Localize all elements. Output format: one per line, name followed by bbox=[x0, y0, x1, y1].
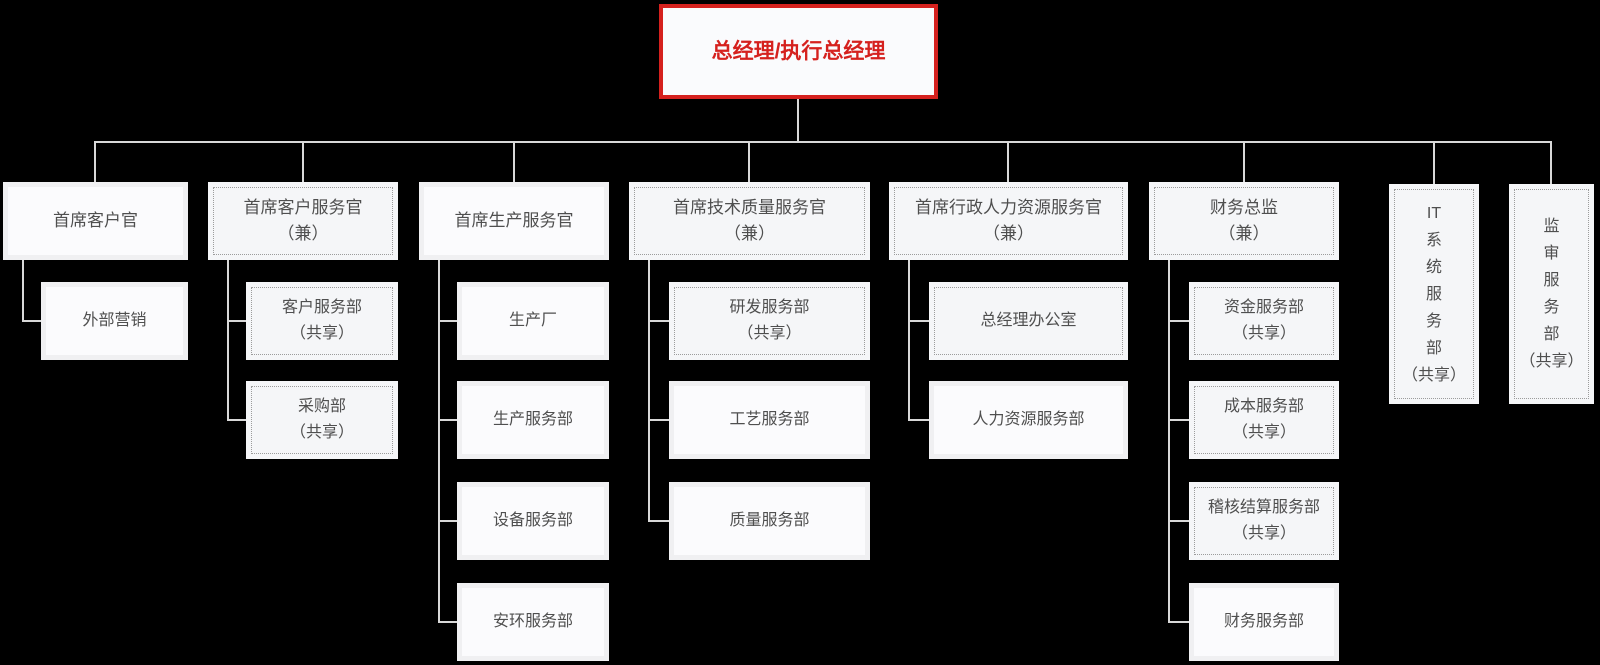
node-cost-service-dept: 成本服务部 （共享） bbox=[1189, 381, 1339, 459]
node-label: 安环服务部 bbox=[492, 613, 573, 630]
node-label: 生产厂 bbox=[508, 312, 557, 329]
node-safety-environment-dept: 安环服务部 bbox=[457, 583, 609, 661]
node-label: 工艺服务部 bbox=[729, 411, 810, 428]
node-label: 总经理/执行总经理 bbox=[711, 39, 886, 63]
node-external-marketing: 外部营销 bbox=[41, 282, 188, 360]
node-finance-service-dept: 财务服务部 bbox=[1189, 583, 1339, 661]
node-procurement-dept: 采购部 （共享） bbox=[246, 381, 398, 459]
node-label: 首席生产服务官 bbox=[454, 211, 574, 230]
node-label: 财务服务部 bbox=[1223, 613, 1304, 630]
node-audit-settlement-dept: 稽核结算服务部 （共享） bbox=[1189, 482, 1339, 560]
node-it-system-service-dept: IT 系 统 服 务 部 （共享） bbox=[1389, 184, 1479, 404]
node-label: 客户服务部 （共享） bbox=[281, 299, 362, 342]
node-production-service-dept: 生产服务部 bbox=[457, 381, 609, 459]
node-label: 质量服务部 bbox=[729, 512, 810, 529]
node-label: 首席行政人力资源服务官 （兼） bbox=[915, 198, 1102, 243]
node-label: 首席客户服务官 （兼） bbox=[243, 198, 363, 243]
node-label: 成本服务部 （共享） bbox=[1223, 398, 1304, 441]
node-gm-office: 总经理办公室 bbox=[929, 282, 1128, 360]
node-general-manager: 总经理/执行总经理 bbox=[659, 4, 938, 99]
node-label: IT 系 统 服 务 部 （共享） bbox=[1401, 204, 1466, 384]
node-chief-production-service-officer: 首席生产服务官 bbox=[419, 182, 609, 260]
node-customer-service-dept: 客户服务部 （共享） bbox=[246, 282, 398, 360]
node-label: 资金服务部 （共享） bbox=[1223, 299, 1304, 342]
node-label: 设备服务部 bbox=[492, 512, 573, 529]
node-equipment-service-dept: 设备服务部 bbox=[457, 482, 609, 560]
node-treasury-service-dept: 资金服务部 （共享） bbox=[1189, 282, 1339, 360]
node-label: 总经理办公室 bbox=[980, 312, 1077, 329]
node-chief-tech-quality-officer: 首席技术质量服务官 （兼） bbox=[629, 182, 870, 260]
node-quality-service-dept: 质量服务部 bbox=[669, 482, 870, 560]
node-supervision-audit-dept: 监 审 服 务 部 （共享） bbox=[1509, 184, 1594, 404]
node-label: 财务总监 （兼） bbox=[1210, 198, 1278, 243]
node-label: 生产服务部 bbox=[492, 411, 573, 428]
node-label: 监 审 服 务 部 （共享） bbox=[1519, 218, 1584, 370]
node-rd-service-dept: 研发服务部 （共享） bbox=[669, 282, 870, 360]
node-chief-customer-service-officer: 首席客户服务官 （兼） bbox=[208, 182, 398, 260]
node-chief-customer-officer: 首席客户官 bbox=[3, 182, 188, 260]
node-production-plant: 生产厂 bbox=[457, 282, 609, 360]
node-label: 稽核结算服务部 （共享） bbox=[1207, 499, 1320, 542]
node-label: 采购部 （共享） bbox=[289, 398, 354, 441]
node-label: 外部营销 bbox=[82, 312, 147, 329]
node-label: 人力资源服务部 bbox=[972, 411, 1085, 428]
node-label: 首席技术质量服务官 （兼） bbox=[673, 198, 826, 243]
node-label: 首席客户官 bbox=[53, 211, 138, 230]
node-process-service-dept: 工艺服务部 bbox=[669, 381, 870, 459]
node-chief-admin-hr-officer: 首席行政人力资源服务官 （兼） bbox=[889, 182, 1128, 260]
node-hr-service-dept: 人力资源服务部 bbox=[929, 381, 1128, 459]
node-finance-director: 财务总监 （兼） bbox=[1149, 182, 1339, 260]
node-label: 研发服务部 （共享） bbox=[729, 299, 810, 342]
